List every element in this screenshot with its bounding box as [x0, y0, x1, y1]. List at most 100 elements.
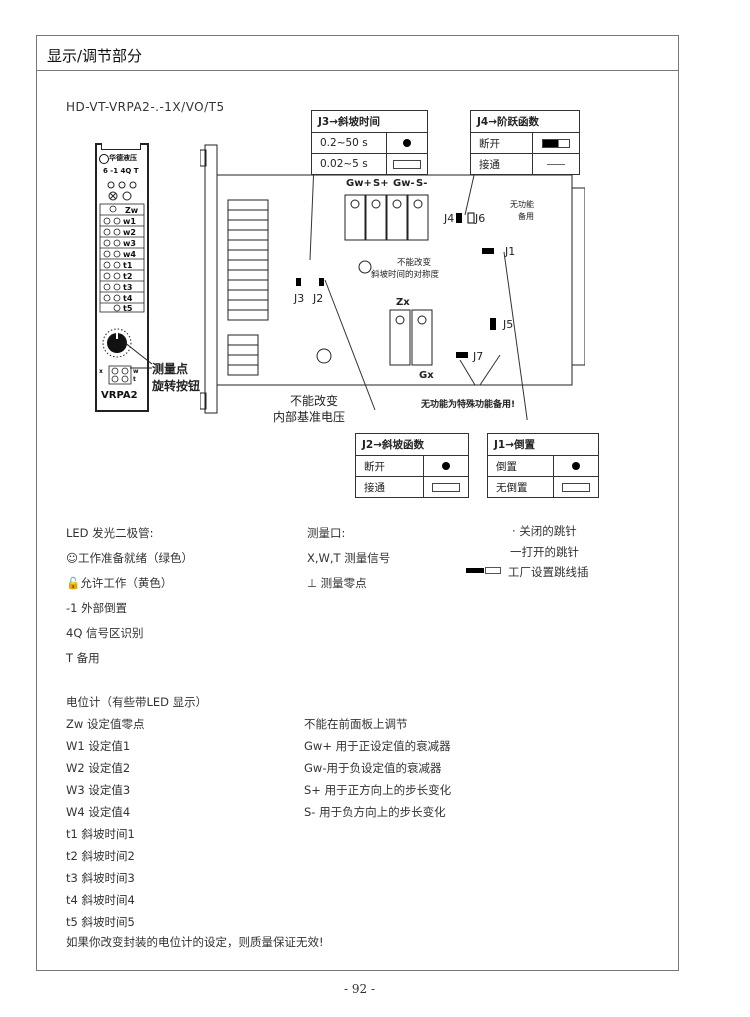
- closed-jumper-icon: [442, 462, 450, 470]
- jumper-table-j2-title: J2→斜坡函数: [356, 434, 468, 456]
- no-change-ramp-line2: 斜坡时间的对称度: [371, 270, 440, 280]
- jumper-table-j1-row: 无倒置: [488, 477, 598, 497]
- open-jumper-icon: [432, 482, 460, 492]
- pot-label-t2: t2: [123, 272, 133, 281]
- closed-jumper-icon: [403, 139, 411, 147]
- terminal-s-plus: S+: [373, 178, 389, 189]
- brand-logo-icon: [99, 154, 109, 164]
- section-title: 显示/调节部分: [47, 47, 143, 65]
- front-panel-drawing: [99, 181, 145, 385]
- pot-item: t2 斜坡时间2: [66, 849, 135, 863]
- pot-item: Zw 设定值零点: [66, 717, 145, 731]
- callout-rotary-knob: 旋转按钮: [152, 379, 201, 393]
- model-code: HD-VT-VRPA2-.-1X/VO/T5: [66, 100, 225, 114]
- jumper-table-j2-row-label: 接通: [364, 481, 385, 494]
- jumper-table-j3-row-label: 0.02~5 s: [320, 158, 368, 170]
- factory-jumper-icon: [466, 568, 484, 573]
- jumper-table-j3: J3→斜坡时间 0.2~50 s 0.02~5 s: [311, 110, 428, 175]
- jumper-j1-label: J1: [505, 245, 516, 258]
- pot-item: t1 斜坡时间1: [66, 827, 135, 841]
- pot-label-t1: t1: [123, 261, 133, 270]
- open-jumper-icon: [562, 482, 590, 492]
- terminal-gw-minus: Gw-: [393, 178, 415, 189]
- factory-jumper-open-icon: [485, 567, 501, 574]
- jumper-table-j2-row: 断开: [356, 456, 468, 477]
- jumper-j6-label: J6: [475, 212, 486, 225]
- jumper-table-j2-row: 接通: [356, 477, 468, 497]
- jumper-table-j1-row-label: 无倒置: [496, 481, 528, 494]
- factory-jumper-icon: [542, 138, 570, 148]
- pot-label-t5: t5: [123, 304, 133, 313]
- pot-item: t5 斜坡时间5: [66, 915, 135, 929]
- jumper-table-j2-row-label: 断开: [364, 460, 385, 473]
- pot-label-t4: t4: [123, 294, 133, 303]
- led-item: T 备用: [66, 651, 100, 665]
- open-jumper-icon: [393, 159, 421, 169]
- variant-label: 6 -1 4Q T: [103, 167, 139, 175]
- pot-item: W4 设定值4: [66, 805, 131, 819]
- jumper-table-j4: J4→阶跃函数 断开 接通: [470, 110, 580, 175]
- pot-item: W3 设定值3: [66, 783, 131, 797]
- no-function-label: 无功能: [510, 200, 534, 209]
- led-item: ☺工作准备就绪（绿色）: [66, 551, 193, 565]
- legend-closed-jumper: · 关闭的跳针: [512, 524, 577, 538]
- page-frame: [36, 35, 679, 971]
- callout-lines: [123, 341, 153, 369]
- terminal-gw-plus: Gw+: [346, 178, 372, 189]
- jumper-table-j4-row: 接通: [471, 154, 579, 174]
- pot-note: Gw+ 用于正设定值的衰减器: [304, 739, 451, 753]
- header-divider: [36, 70, 678, 71]
- jumper-j5-label: J5: [503, 318, 514, 331]
- legend-open-jumper: 一打开的跳针: [510, 545, 579, 559]
- jumper-table-j1-row: 倒置: [488, 456, 598, 477]
- measure-item: X,W,T 测量信号: [307, 551, 391, 565]
- jumper-table-j3-row: 0.2~50 s: [312, 133, 427, 154]
- jumper-table-j3-row: 0.02~5 s: [312, 154, 427, 174]
- jumper-table-j1-title: J1→倒置: [488, 434, 598, 456]
- callout-measure-point: 测量点: [152, 362, 189, 376]
- pot-item: t4 斜坡时间4: [66, 893, 135, 907]
- circuit-board-drawing: [200, 140, 585, 420]
- jumper-table-j4-row-label: 接通: [479, 158, 500, 171]
- terminal-s-minus: S-: [416, 178, 428, 189]
- pot-label-t3: t3: [123, 283, 133, 292]
- pot-label-zw: Zw: [125, 206, 139, 215]
- pot-note: S+ 用于正方向上的步长变化: [304, 783, 452, 797]
- pot-section-title: 电位计（有些带LED 显示）: [66, 695, 208, 709]
- pot-item: t3 斜坡时间3: [66, 871, 135, 885]
- pot-label-w1: w1: [123, 217, 136, 226]
- zx-label: Zx: [396, 297, 410, 308]
- pot-label-w3: w3: [123, 239, 136, 248]
- panel-model-name: VRPA2: [101, 390, 138, 401]
- pot-label-w4: w4: [123, 250, 136, 259]
- brand-name: 华德液压: [109, 154, 137, 162]
- closed-jumper-icon: [572, 462, 580, 470]
- measure-label-w: w: [133, 368, 139, 375]
- led-item: -1 外部倒置: [66, 601, 128, 615]
- jumper-table-j4-title: J4→阶跃函数: [471, 111, 579, 133]
- pot-note: S- 用于负方向上的步长变化: [304, 805, 446, 819]
- jumper-table-j2: J2→斜坡函数 断开 接通: [355, 433, 469, 498]
- page-number: - 92 -: [344, 982, 376, 996]
- pot-label-w2: w2: [123, 228, 136, 237]
- no-change-ref-line1: 不能改变: [290, 394, 339, 408]
- legend-factory-jumper: 工厂设置跳线插: [508, 565, 589, 579]
- led-item: 🔓允许工作（黄色）: [66, 576, 173, 590]
- open-jumper-icon: [547, 163, 565, 165]
- jumper-j7-label: J7: [473, 350, 484, 363]
- measure-label-x: x: [99, 368, 103, 375]
- jumper-table-j3-row-label: 0.2~50 s: [320, 137, 368, 149]
- jumper-table-j3-title: J3→斜坡时间: [312, 111, 427, 133]
- front-panel: 华德液压 6 -1 4Q T: [95, 143, 149, 412]
- jumper-table-j4-row: 断开: [471, 133, 579, 154]
- special-reserve-note: 无功能为特殊功能备用!: [421, 400, 516, 410]
- measure-label-t: t: [133, 376, 136, 383]
- measure-section-title: 测量口:: [307, 526, 346, 540]
- led-section-title: LED 发光二极管:: [66, 526, 154, 540]
- pot-note: 不能在前面板上调节: [304, 717, 408, 731]
- no-change-ramp-line1: 不能改变: [397, 258, 432, 268]
- jumper-table-j1-row-label: 倒置: [496, 460, 517, 473]
- jumper-j4-label: J4: [444, 212, 455, 225]
- warranty-warning: 如果你改变封装的电位计的设定，则质量保证无效!: [66, 935, 324, 949]
- pot-item: W1 设定值1: [66, 739, 131, 753]
